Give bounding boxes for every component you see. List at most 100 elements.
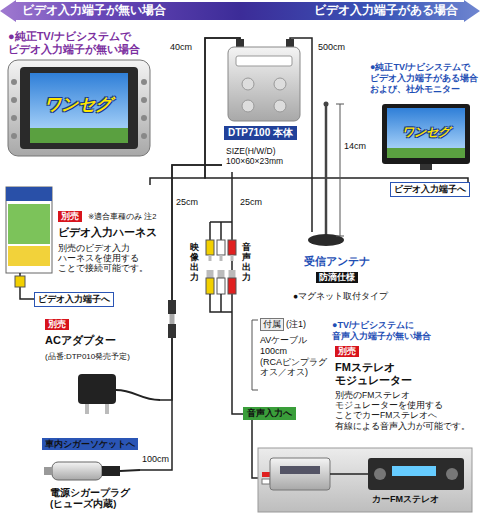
rca-plugs — [210, 222, 232, 240]
fm-stereo-panel: カーFMステレオ — [258, 448, 472, 512]
screen-logo: ワンセグ — [402, 125, 450, 139]
nav-illustration — [11, 133, 17, 139]
fm-panel-illustration — [374, 468, 386, 480]
main-unit-illustration — [242, 100, 254, 112]
dimension-bracket — [336, 236, 344, 237]
antenna-illustration — [308, 102, 344, 247]
av-cable-bracket — [252, 320, 258, 390]
cigar-plug-illustration — [44, 467, 52, 475]
node-text: SIZE(H/W/D) 100×60×23mm — [226, 146, 283, 166]
signal-name: 音声出力 — [242, 243, 251, 283]
node-text: 100×60×23mm — [226, 156, 283, 166]
nav-illustration — [30, 128, 128, 143]
antenna-illustration — [308, 234, 344, 246]
node-text: オス／オス) — [260, 367, 327, 378]
node-text: ●TV/ナビシステムに — [332, 320, 431, 331]
cable-connector — [20, 288, 34, 299]
nav-illustration — [11, 97, 17, 103]
node-text: ●マグネット取付タイプ — [293, 291, 388, 301]
monitor-illustration — [382, 104, 470, 170]
node-text: ビデオ入力端子がある場合 — [314, 3, 458, 17]
nav-unit: ●純正TV/ナビシステムで ビデオ入力端子が無い場合 — [4, 28, 154, 158]
fm-panel-illustration — [392, 466, 436, 476]
node-text: (注1) — [286, 319, 306, 330]
nav-illustration — [141, 97, 147, 103]
socket-tag: 車内シガーソケットへ — [42, 438, 138, 450]
av-cable-note: 付属(注1)AVケーブル 100cm (RCAピンプラグ オス／オス) — [250, 318, 330, 392]
node-text: 付属 — [260, 318, 284, 331]
node-text: AVケーブル — [260, 335, 327, 346]
power-coupler — [168, 300, 176, 314]
nav-illustration — [8, 60, 150, 156]
power-coupler — [170, 314, 175, 319]
rca-plugs — [218, 270, 225, 278]
node-text: ビデオ入力端子が無い場合 — [22, 3, 166, 17]
node-text: 別売 — [335, 346, 359, 357]
node-text: ビデオ入力端子がある場合 — [370, 73, 478, 84]
fm-panel-illustration — [368, 458, 464, 490]
node-text: 音声入力端子が無い場合 — [332, 331, 431, 342]
rca-plugs — [228, 278, 236, 294]
cable-connector — [160, 165, 222, 400]
fm-panel-illustration — [258, 448, 472, 512]
fm-modulator-info: ●TV/ナビシステムに 音声入力端子が無い場合別売 FMステレオ モジュレーター別… — [332, 318, 478, 446]
audio-input-tag: 音声入力へ — [243, 407, 296, 420]
monitor-illustration — [387, 108, 465, 158]
main-unit-illustration — [274, 100, 286, 112]
nav-illustration — [30, 73, 128, 143]
nav-illustration — [11, 115, 17, 121]
node-text: (ヒューズ内蔵) — [50, 498, 130, 509]
antenna-illustration — [324, 102, 329, 107]
main-unit-illustration — [242, 78, 254, 90]
antenna: 受信アンテナ防滴仕様 ●マグネット取付タイプ — [288, 232, 390, 305]
nav-illustration — [141, 115, 147, 121]
dimension-label: 14cm — [344, 141, 366, 152]
fm-panel-illustration — [262, 472, 270, 477]
node-text: ●純正TV/ナビシステムで ビデオ入力端子がある場合 および、社外モニター — [370, 62, 478, 94]
node-text: ことで接続可能です。 — [58, 263, 148, 273]
ac-adapter-illustration — [78, 374, 160, 414]
harness-package — [8, 246, 50, 266]
nav-illustration — [8, 60, 150, 156]
main-unit-illustration — [228, 39, 300, 121]
nav-illustration — [141, 79, 147, 85]
node-text: 別売 — [45, 319, 69, 330]
rca-plugs — [217, 278, 225, 294]
rca-plugs — [206, 278, 214, 294]
node-text: 別売のビデオ入力 — [58, 243, 148, 253]
cable-length: 40cm — [170, 42, 192, 53]
node-text: ビデオ入力端子へ — [38, 294, 110, 305]
av-cable-bracket — [252, 320, 258, 390]
fm-panel-illustration — [446, 468, 458, 480]
node-text: 別売のFMステレオ — [335, 390, 470, 400]
harness-package — [15, 276, 25, 287]
main-unit-illustration — [274, 78, 286, 90]
node-text: ※適合車種のみ 注2 — [88, 212, 157, 221]
cigar-plug-illustration — [44, 462, 140, 480]
rca-plugs — [206, 222, 236, 312]
signal-name: 映像出力 — [190, 243, 199, 283]
harness-package — [6, 187, 52, 273]
fm-panel-illustration — [330, 473, 368, 475]
power-coupler — [168, 324, 176, 338]
cable-connector — [140, 165, 222, 470]
node-text: 受信アンテナ — [304, 255, 370, 268]
node-text: 別売のFMステレオ モジュレーターを使用する ことでカーFMステレオへ 有線によ… — [335, 390, 470, 431]
node-text: 防滴仕様 — [316, 272, 358, 283]
node-text: FMステレオ モジュレーター — [335, 361, 412, 387]
input-tag: ビデオ入力端子へ — [390, 182, 470, 197]
screen-logo: ワンセグ — [44, 95, 112, 115]
rca-plugs — [220, 255, 223, 261]
node-text: ビデオ入力端子へ — [394, 184, 466, 195]
main-unit-illustration — [236, 56, 292, 66]
cigar-plug-illustration — [52, 462, 102, 480]
harness-package — [8, 204, 50, 244]
node-text: 別売 — [58, 211, 82, 222]
node-text: ビデオ入力ハーネス — [58, 226, 157, 239]
node-text: ●純正TV/ナビシステムで — [8, 30, 140, 43]
rca-plugs — [210, 294, 232, 312]
ac-adapter-illustration — [85, 404, 89, 414]
node-text: 車内シガーソケットへ — [45, 439, 135, 449]
cigar-plug-illustration — [102, 466, 120, 476]
